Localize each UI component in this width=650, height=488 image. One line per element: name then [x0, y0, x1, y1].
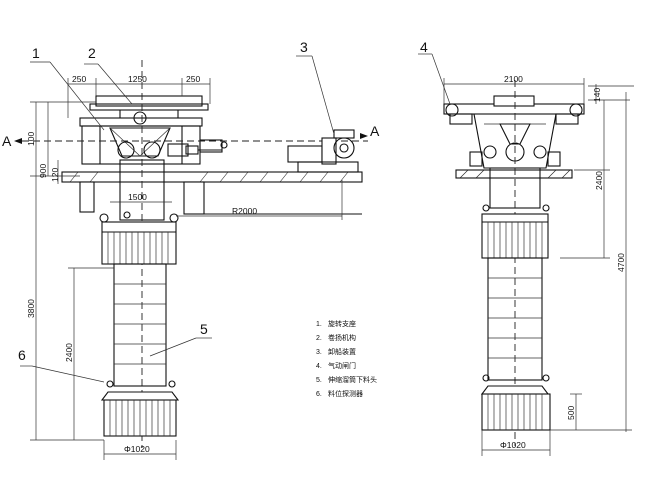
dim-v-120: 120 [50, 168, 60, 182]
legend-num-2: 2. [316, 335, 322, 342]
dim-v-500: 500 [566, 406, 576, 420]
legend-text-1: 旋转支座 [328, 319, 356, 328]
dim-top-right: 250 [186, 74, 200, 84]
dim-v-900: 900 [38, 164, 48, 178]
section-arrow-right [360, 133, 368, 139]
dim-v-2400-right: 2400 [594, 171, 604, 190]
dim-1500: 1500 [128, 192, 147, 202]
left-elevation-view [20, 55, 368, 460]
dim-3800: 3800 [26, 299, 36, 318]
parts-legend: 1. 旋转支座 2. 卷扬机构 3. 卸船装置 4. 气动闸门 5. 伸缩溜筒下… [316, 319, 377, 398]
section-mark-left: A [2, 133, 12, 149]
legend-num-6: 6. [316, 391, 322, 398]
legend-text-4: 气动闸门 [328, 361, 356, 370]
dim-base-left: Φ1020 [124, 444, 150, 454]
callout-6: 6 [18, 347, 26, 363]
dim-top-mid: 1250 [128, 74, 147, 84]
dim-v-140: 140 [592, 88, 602, 102]
callout-2: 2 [88, 45, 96, 61]
callout-1: 1 [32, 45, 40, 61]
dim-v-4700: 4700 [616, 253, 626, 272]
legend-text-5: 伸缩溜筒下料头 [328, 375, 377, 384]
legend-text-3: 卸船装置 [328, 347, 356, 356]
legend-num-4: 4. [316, 363, 322, 370]
legend-num-1: 1. [316, 321, 322, 328]
callout-5: 5 [200, 321, 208, 337]
legend-num-5: 5. [316, 377, 322, 384]
dim-top-left: 250 [72, 74, 86, 84]
dim-v-top: 100 [26, 132, 36, 146]
dim-radius: R2000 [232, 206, 257, 216]
legend-num-3: 3. [316, 349, 322, 356]
legend-text-2: 卷扬机构 [328, 333, 356, 342]
section-arrow-left [14, 138, 22, 144]
dim-base-right: Φ1020 [500, 440, 526, 450]
dim-right-top: 2100 [504, 74, 523, 84]
right-elevation-view [418, 53, 634, 456]
callout-4: 4 [420, 39, 428, 55]
legend-text-6: 料位探测器 [328, 389, 363, 398]
section-mark-right: A [370, 123, 380, 139]
callout-3: 3 [300, 39, 308, 55]
dim-2400: 2400 [64, 343, 74, 362]
hoist-unit [287, 129, 359, 173]
